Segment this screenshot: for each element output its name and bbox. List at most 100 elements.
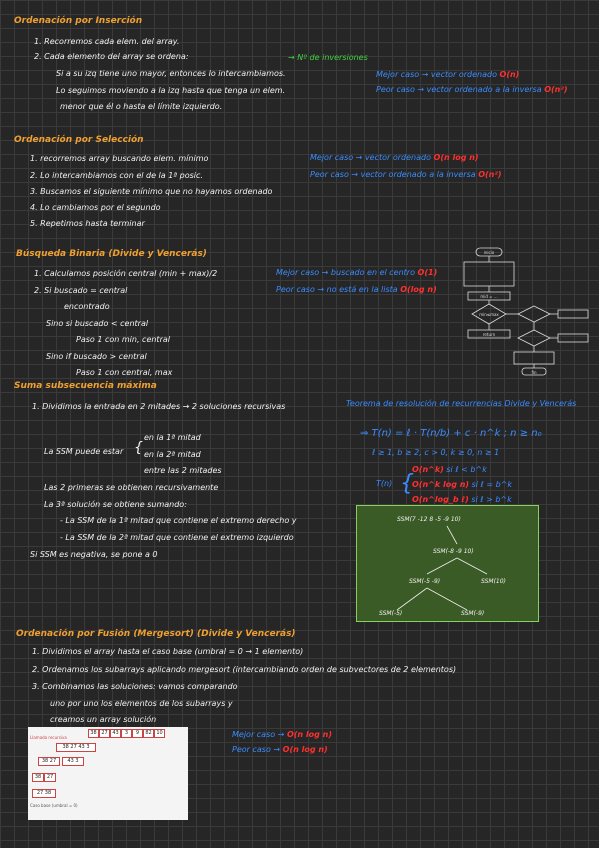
insercion-detail: Si a su izq tiene uno mayor, entonces lo… bbox=[56, 69, 286, 78]
teorema-case: O(n^k) si ℓ < b^k bbox=[412, 464, 487, 475]
worst-label: Peor caso → bbox=[232, 745, 281, 754]
sub-array: 27 38 bbox=[32, 789, 56, 798]
ssm-sub: - La SSM de la 2ª mitad que contiene el … bbox=[60, 533, 294, 542]
ssm-title: Suma subsecuencia máxima bbox=[14, 381, 157, 391]
case-cond: si ℓ < b^k bbox=[446, 465, 487, 474]
best-label: Mejor caso → bbox=[232, 730, 285, 739]
best-label: Mejor caso → buscado en el centro bbox=[276, 268, 415, 277]
merge-line: uno por uno los elementos de los subarra… bbox=[50, 699, 233, 708]
seleccion-title: Ordenación por Selección bbox=[14, 135, 144, 145]
best-o: O(n log n) bbox=[286, 730, 332, 739]
best-o: O(n log n) bbox=[433, 153, 479, 162]
tree-right: SSM(10) bbox=[481, 578, 506, 585]
array-cell: 43 bbox=[110, 729, 121, 738]
best-label: Mejor caso → vector ordenado bbox=[376, 70, 497, 79]
sub-array: 27 bbox=[44, 773, 56, 782]
array-cell: 82 bbox=[143, 729, 154, 738]
case-o: O(n^k) bbox=[412, 465, 444, 474]
case-o: O(n^k log n) bbox=[412, 480, 470, 489]
tree-root: SSM(7 -12 8 -5 -9 10) bbox=[397, 516, 461, 523]
teorema-eq: ⇒ T(n) = ℓ · T(n/b) + c · n^k ; n ≥ n₀ bbox=[360, 428, 542, 439]
insercion-detail: Lo seguimos moviendo a la izq hasta que … bbox=[56, 86, 286, 95]
sub-array: 38 bbox=[32, 773, 44, 782]
brace: { bbox=[400, 471, 414, 496]
best-case: Mejor caso → vector ordenado O(n) bbox=[376, 69, 519, 80]
binaria-line: encontrado bbox=[64, 302, 110, 311]
binaria-line: 2. Si buscado = central bbox=[34, 286, 128, 295]
array-cell: 9 bbox=[132, 729, 143, 738]
case-cond: si ℓ = b^k bbox=[471, 480, 513, 489]
array-cell: 10 bbox=[154, 729, 165, 738]
best-o: O(1) bbox=[417, 268, 438, 277]
worst-label: Peor caso → vector ordenado a la inversa bbox=[376, 85, 542, 94]
seleccion-step: 3. Buscamos el siguiente mínimo que no h… bbox=[30, 187, 273, 196]
tree-ll: SSM(-5) bbox=[379, 610, 403, 617]
sub-array: 38 27 bbox=[38, 757, 60, 766]
tree-mid: SSM(-8 -9 10) bbox=[433, 548, 474, 555]
ssm-line: 1. Dividimos la entrada en 2 mitades → 2… bbox=[32, 402, 286, 411]
merge-line: creamos un array solución bbox=[50, 715, 157, 724]
binaria-line: Paso 1 con min, central bbox=[76, 335, 170, 344]
ssm-opt: en la 1ª mitad bbox=[144, 433, 201, 442]
binaria-line: Paso 1 con central, max bbox=[76, 368, 173, 377]
ssm-opt: en la 2ª mitad bbox=[144, 450, 201, 459]
worst-o: O(n²) bbox=[478, 170, 502, 179]
insercion-step: 2. Cada elemento del array se ordena: bbox=[34, 52, 189, 61]
tree-lines bbox=[396, 525, 488, 611]
ssm-opt: entre las 2 mitades bbox=[144, 466, 222, 475]
flow-end: fin bbox=[531, 370, 537, 375]
best-o: O(n) bbox=[499, 70, 520, 79]
flow-return: return bbox=[483, 332, 496, 337]
ssm-sub: - La SSM de la 1ª mitad que contiene el … bbox=[60, 516, 297, 525]
ssm-tree-panel: SSM(7 -12 8 -5 -9 10) SSM(-8 -9 10) SSM(… bbox=[356, 505, 539, 622]
flow-mid: mid = ... bbox=[480, 294, 497, 299]
worst-case: Peor caso → vector ordenado a la inversa… bbox=[310, 169, 502, 180]
tree-lr: SSM(-9) bbox=[461, 610, 485, 617]
base-label: Caso base (umbral = 0) bbox=[30, 803, 78, 808]
insercion-title: Ordenación por Inserción bbox=[14, 16, 143, 26]
teorema-case: O(n^log_b ℓ) si ℓ > b^k bbox=[412, 494, 512, 505]
binary-search-flowchart: inicio min≤max mid = ... return fin bbox=[463, 247, 589, 376]
tree-left: SSM(-5 -9) bbox=[409, 578, 441, 585]
inversiones-note: → Nº de inversiones bbox=[288, 53, 368, 62]
array-cell: 27 bbox=[99, 729, 110, 738]
insercion-detail: menor que él o hasta el límite izquierdo… bbox=[60, 102, 223, 111]
merge-title: Ordenación por Fusión (Mergesort) (Divid… bbox=[16, 629, 296, 639]
worst-case: Peor caso → no está en la lista O(log n) bbox=[276, 284, 437, 295]
seleccion-step: 1. recorremos array buscando elem. mínim… bbox=[30, 154, 209, 163]
worst-o: O(log n) bbox=[400, 285, 437, 294]
flow-start: inicio bbox=[484, 250, 495, 255]
worst-label: Peor caso → no está en la lista bbox=[276, 285, 398, 294]
binaria-line: Sino si buscado < central bbox=[46, 319, 149, 328]
sub-array: 38 27 43 3 bbox=[56, 743, 96, 752]
recursive-label: Llamada recursiva bbox=[30, 735, 67, 740]
binaria-title: Búsqueda Binaria (Divide y Vencerás) bbox=[16, 249, 207, 259]
best-case: Mejor caso → vector ordenado O(n log n) bbox=[310, 152, 479, 163]
insercion-step: 1. Recorremos cada elem. del array. bbox=[34, 37, 180, 46]
flow-cond: min≤max bbox=[479, 312, 499, 317]
note-text: Nº de inversiones bbox=[297, 53, 368, 62]
seleccion-step: 5. Repetimos hasta terminar bbox=[30, 219, 145, 228]
array-cell: 38 bbox=[88, 729, 99, 738]
worst-case: Peor caso → vector ordenado a la inversa… bbox=[376, 84, 568, 95]
array-cell: 3 bbox=[121, 729, 132, 738]
ssm-line: La 3ª solución se obtiene sumando: bbox=[44, 500, 187, 509]
worst-o: O(n²) bbox=[544, 85, 568, 94]
best-label: Mejor caso → vector ordenado bbox=[310, 153, 431, 162]
sub-array: 43 3 bbox=[62, 757, 84, 766]
worst-o: O(n log n) bbox=[282, 745, 328, 754]
teorema-tn: T(n) bbox=[376, 479, 393, 488]
best-case: Mejor caso → buscado en el centro O(1) bbox=[276, 267, 437, 278]
ssm-line: Las 2 primeras se obtienen recursivament… bbox=[44, 483, 219, 492]
best-case: Mejor caso → O(n log n) bbox=[232, 729, 332, 740]
seleccion-step: 2. Lo intercambiamos con el de la 1ª pos… bbox=[30, 171, 203, 180]
ssm-line: Si SSM es negativa, se pone a 0 bbox=[30, 550, 158, 559]
seleccion-step: 4. Lo cambiamos por el segundo bbox=[30, 203, 161, 212]
ssm-lead: La SSM puede estar bbox=[44, 447, 124, 456]
brace: { bbox=[134, 440, 143, 456]
merge-line: 3. Combinamos las soluciones: vamos comp… bbox=[32, 682, 238, 691]
teorema-cond: ℓ ≥ 1, b ≥ 2, c > 0, k ≥ 0, n ≥ 1 bbox=[372, 448, 500, 457]
case-cond: si ℓ > b^k bbox=[471, 495, 512, 504]
